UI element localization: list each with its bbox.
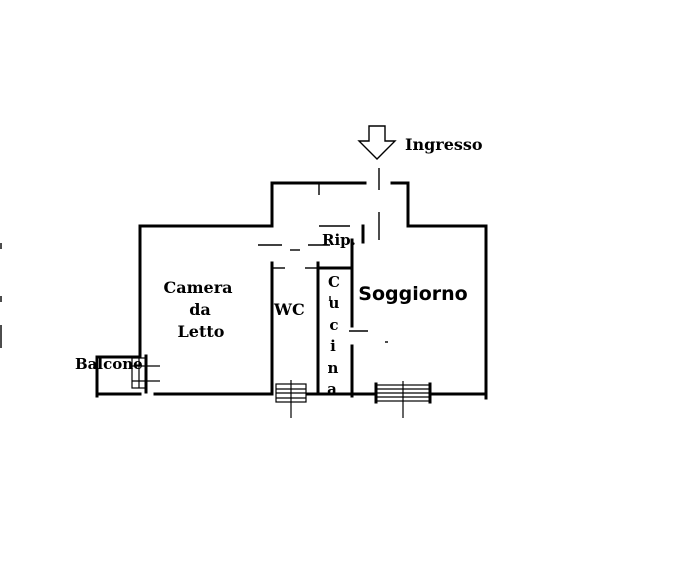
label-wc: WC xyxy=(273,300,305,319)
cucina-letter: n xyxy=(328,359,339,377)
cucina-letter: i xyxy=(330,337,336,355)
entrance-arrow-icon xyxy=(357,125,397,160)
label-da: da xyxy=(189,300,211,319)
label-letto: Letto xyxy=(178,322,225,341)
balcony xyxy=(95,354,160,398)
living-window xyxy=(374,381,432,418)
wc-window xyxy=(275,380,307,418)
cucina-letter: u xyxy=(329,294,340,312)
walls xyxy=(138,181,488,400)
label-soggiorno: Soggiorno xyxy=(358,283,467,305)
door-marks xyxy=(258,168,388,343)
label-rip: Rip. xyxy=(322,231,356,249)
cucina-letter: C xyxy=(328,273,340,291)
cucina-letter: a xyxy=(327,380,337,398)
label-balcone: Balcone xyxy=(75,355,143,373)
label-ingresso: Ingresso xyxy=(405,135,483,154)
label-cucina: C u c i n a xyxy=(327,273,340,398)
label-camera: Camera xyxy=(163,278,232,297)
cucina-letter: c xyxy=(329,316,338,334)
